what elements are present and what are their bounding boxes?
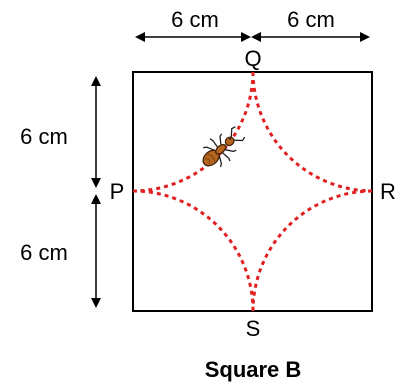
point-r-label: R: [380, 179, 396, 204]
dotted-arc-bottom-right: [251, 189, 373, 312]
point-q-label: Q: [244, 46, 261, 71]
square-outline: [132, 71, 373, 312]
point-p-label: P: [110, 179, 125, 204]
dotted-arc-bottom-left: [132, 189, 255, 312]
point-s-label: S: [246, 316, 261, 341]
diagram-caption: Square B: [205, 357, 302, 382]
left-bottom-dimension-label: 6 cm: [20, 240, 68, 265]
left-top-dimension-label: 6 cm: [20, 124, 68, 149]
ant-icon: [202, 126, 246, 168]
top-left-dimension-label: 6 cm: [171, 7, 219, 32]
dotted-arc-top-right: [251, 71, 373, 193]
top-right-dimension-label: 6 cm: [287, 7, 335, 32]
dotted-arc-top-left: [132, 71, 255, 193]
